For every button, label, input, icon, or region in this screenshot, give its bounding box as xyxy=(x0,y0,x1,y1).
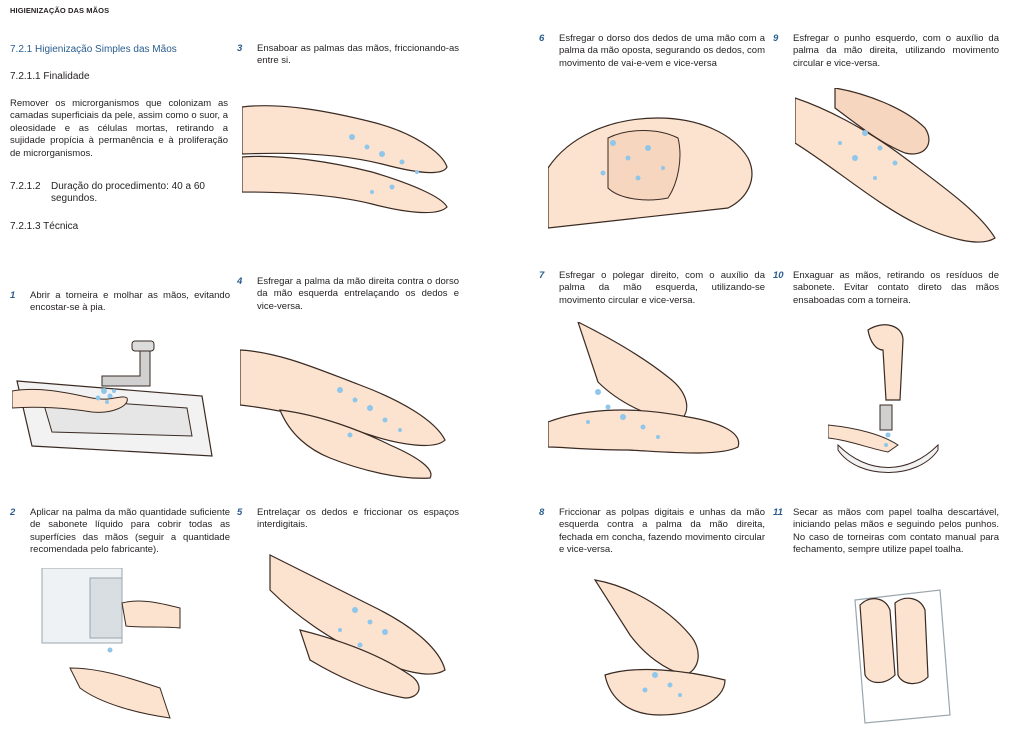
illustration-wrist-rubbing xyxy=(795,88,1000,248)
step-10: 10 Enxaguar as mãos, retirando os resídu… xyxy=(773,270,999,307)
step-number: 7 xyxy=(539,270,545,281)
step-text: Esfregar a palma da mão direita contra o… xyxy=(257,276,459,312)
step-number: 6 xyxy=(539,33,545,44)
page-header: HIGIENIZAÇÃO DAS MÃOS xyxy=(10,6,110,15)
step-number: 3 xyxy=(237,43,243,54)
step-6: 6 Esfregar o dorso dos dedos de uma mão … xyxy=(539,33,765,70)
illustration-soap-dispenser-hand xyxy=(40,568,200,728)
step-9: 9 Esfregar o punho esquerdo, com o auxíl… xyxy=(773,33,999,70)
step-text: Esfregar o punho esquerdo, com o auxílio… xyxy=(793,33,999,69)
step-number: 9 xyxy=(773,33,779,44)
step-text: Aplicar na palma da mão quantidade sufic… xyxy=(30,507,230,556)
section-title: 7.2.1 Higienização Simples das Mãos xyxy=(10,44,177,55)
step-text: Friccionar as polpas digitais e unhas da… xyxy=(559,507,765,556)
illustration-dorsum-fingers xyxy=(548,98,763,238)
step-4: 4 Esfregar a palma da mão direita contra… xyxy=(237,276,459,313)
step-number: 4 xyxy=(237,276,243,287)
step-1: 1 Abrir a torneira e molhar as mãos, evi… xyxy=(10,290,230,315)
step-3: 3 Ensaboar as palmas das mãos, fricciona… xyxy=(237,43,459,68)
subsection-tecnica: 7.2.1.3 Técnica xyxy=(10,221,79,232)
step-5: 5 Entrelaçar os dedos e friccionar os es… xyxy=(237,507,459,532)
step-2: 2 Aplicar na palma da mão quantidade suf… xyxy=(10,507,230,557)
illustration-palm-over-dorsum xyxy=(240,340,455,480)
step-text: Abrir a torneira e molhar as mãos, evita… xyxy=(30,290,230,314)
step-number: 5 xyxy=(237,507,243,518)
subsection-duracao-text: Duração do procedimento: 40 a 60 segundo… xyxy=(51,181,205,205)
step-8: 8 Friccionar as polpas digitais e unhas … xyxy=(539,507,765,557)
step-number: 2 xyxy=(10,507,16,518)
step-number: 8 xyxy=(539,507,545,518)
illustration-sink-faucet-hands xyxy=(12,336,227,461)
step-text: Esfregar o dorso dos dedos de uma mão co… xyxy=(559,33,765,69)
step-text: Enxaguar as mãos, retirando os resíduos … xyxy=(793,270,999,306)
step-text: Secar as mãos com papel toalha descartáv… xyxy=(793,507,999,556)
step-number: 11 xyxy=(773,507,783,518)
illustration-rinse-hands xyxy=(828,320,948,480)
step-number: 10 xyxy=(773,270,784,281)
step-11: 11 Secar as mãos com papel toalha descar… xyxy=(773,507,999,557)
illustration-fingertips-in-palm xyxy=(585,575,735,725)
subsection-finalidade: 7.2.1.1 Finalidade xyxy=(10,71,90,82)
illustration-interlaced-fingers xyxy=(240,550,455,700)
step-text: Entrelaçar os dedos e friccionar os espa… xyxy=(257,507,459,531)
illustration-palms-rubbing xyxy=(242,92,457,222)
illustration-dry-paper-towel xyxy=(840,585,955,725)
finalidade-paragraph: Remover os microrganismos que colonizam … xyxy=(10,98,228,159)
step-text: Ensaboar as palmas das mãos, friccionand… xyxy=(257,43,459,67)
step-7: 7 Esfregar o polegar direito, com o auxí… xyxy=(539,270,765,307)
step-number: 1 xyxy=(10,290,16,301)
subsection-duracao-label: 7.2.1.2 xyxy=(10,181,41,192)
illustration-thumb-rotation xyxy=(548,322,748,482)
step-text: Esfregar o polegar direito, com o auxíli… xyxy=(559,270,765,306)
